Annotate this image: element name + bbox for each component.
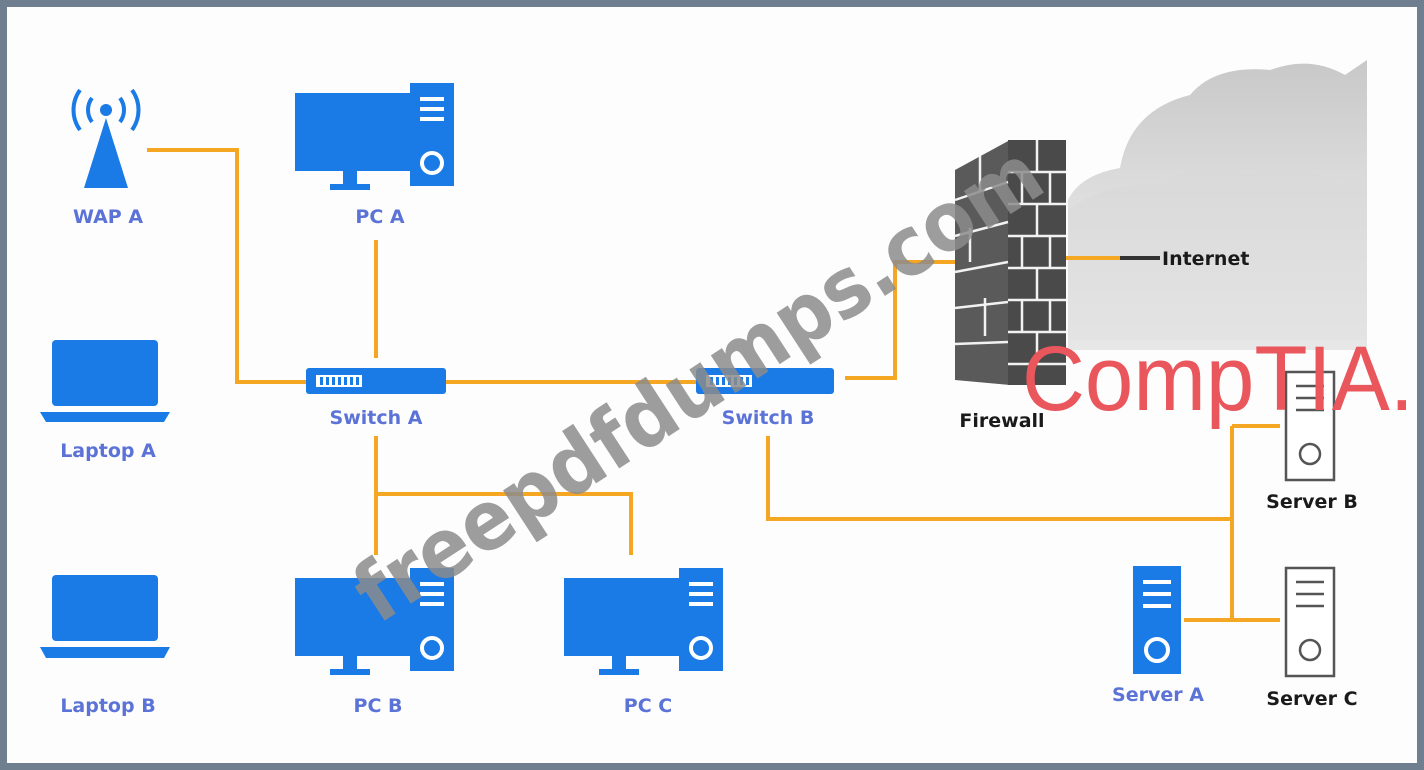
cables <box>147 148 1280 622</box>
internet-cloud <box>1068 60 1367 350</box>
server-a-label: Server A <box>1112 684 1204 706</box>
cable-switch-b-servers <box>766 436 1232 521</box>
cable-pc-c <box>376 492 633 555</box>
server-b-label: Server B <box>1266 491 1358 513</box>
wap-a-icon <box>71 88 141 188</box>
cable-switch-b-firewall <box>845 260 980 380</box>
laptop-b-icon <box>40 575 170 658</box>
wap-a-label: WAP A <box>73 206 143 228</box>
switch-b-label: Switch B <box>722 407 815 429</box>
pc-b-label: PC B <box>354 695 403 717</box>
pc-a-icon <box>295 83 454 190</box>
laptop-b-label: Laptop B <box>60 695 155 717</box>
switch-b-icon <box>696 368 834 394</box>
switch-a-label: Switch A <box>330 407 423 429</box>
laptop-a-label: Laptop A <box>60 440 156 462</box>
firewall-icon <box>954 140 1066 385</box>
comptia-logo: CompTIA. <box>1022 328 1414 430</box>
pc-c-label: PC C <box>624 695 672 717</box>
pc-a-label: PC A <box>355 206 404 228</box>
laptop-a-icon <box>40 340 170 422</box>
firewall-label: Firewall <box>959 410 1044 432</box>
cable-wap-switch-a <box>147 148 306 384</box>
server-c-icon <box>1284 566 1336 678</box>
internet-label: Internet <box>1162 248 1249 270</box>
pc-b-icon <box>295 568 454 675</box>
server-b-icon <box>1284 370 1336 482</box>
server-a-icon <box>1133 566 1181 674</box>
server-c-label: Server C <box>1266 688 1357 710</box>
pc-c-icon <box>564 568 723 675</box>
switch-a-icon <box>306 368 446 394</box>
